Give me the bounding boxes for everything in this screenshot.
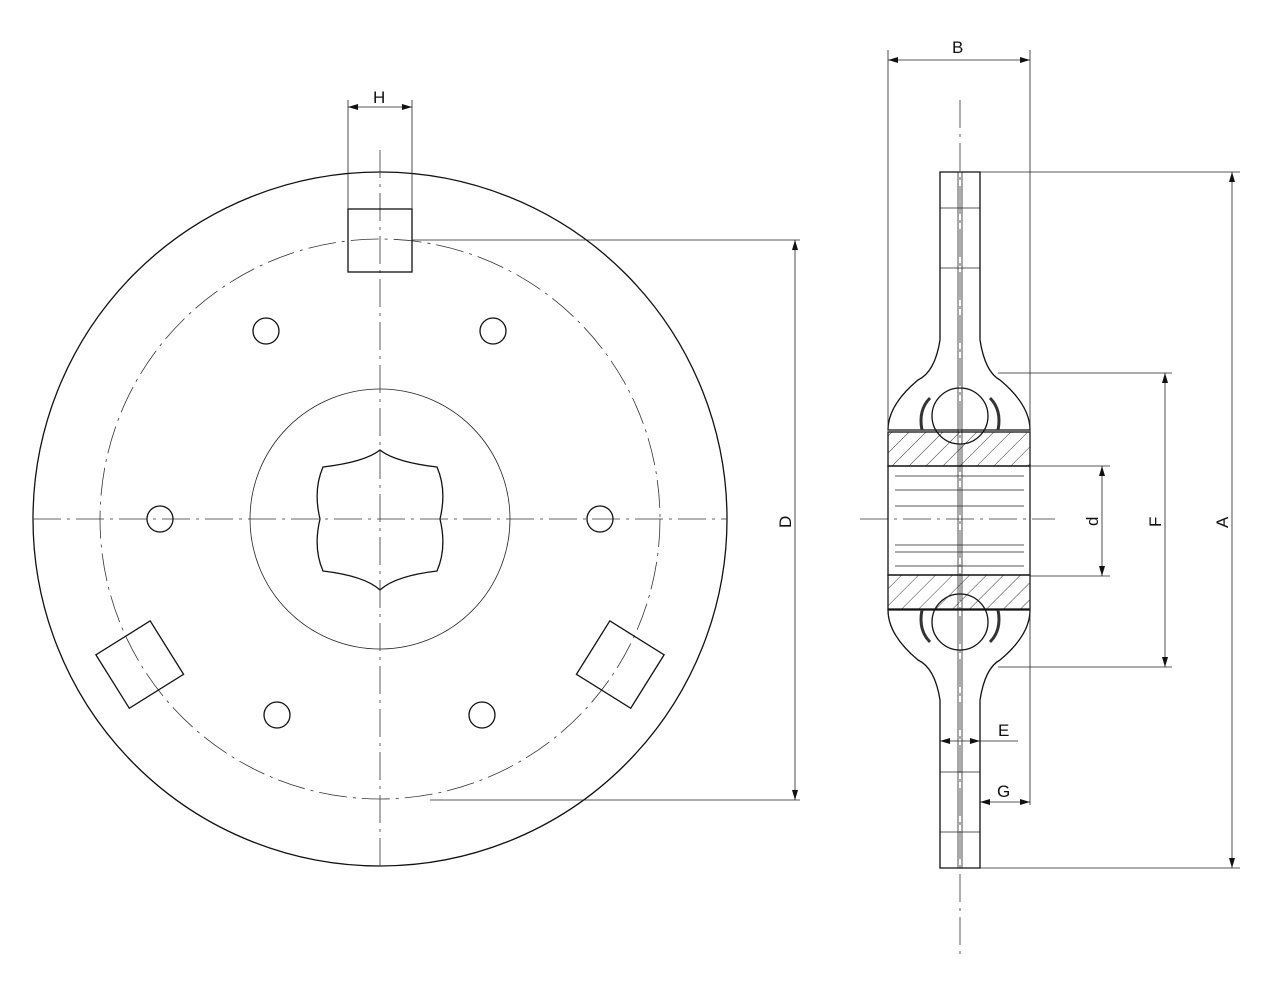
square-slot bbox=[95, 620, 185, 710]
ball bbox=[931, 593, 989, 651]
bolt-hole bbox=[468, 701, 496, 729]
flange bbox=[887, 171, 1031, 431]
bolt-hole bbox=[263, 701, 291, 729]
label-g: G bbox=[997, 782, 1010, 801]
bolt-hole bbox=[252, 317, 280, 345]
bolt-hole bbox=[479, 317, 507, 345]
bolt-holes bbox=[146, 317, 614, 729]
inner-ring-section bbox=[887, 431, 1031, 467]
label-a: A bbox=[1213, 516, 1232, 528]
label-h: H bbox=[373, 88, 385, 107]
label-f: F bbox=[1146, 517, 1165, 527]
bolt-hole bbox=[586, 505, 614, 533]
label-b: B bbox=[952, 38, 963, 57]
square-slot bbox=[575, 620, 665, 710]
bolt-hole bbox=[146, 505, 174, 533]
front-view: H D bbox=[32, 88, 800, 870]
side-view: B A F d E G bbox=[860, 38, 1240, 960]
square-slot bbox=[347, 208, 413, 273]
label-d-bore: d bbox=[1083, 517, 1102, 526]
bore bbox=[887, 465, 1031, 576]
label-e: E bbox=[998, 721, 1009, 740]
ball bbox=[931, 387, 989, 445]
label-d-major: D bbox=[776, 516, 795, 528]
